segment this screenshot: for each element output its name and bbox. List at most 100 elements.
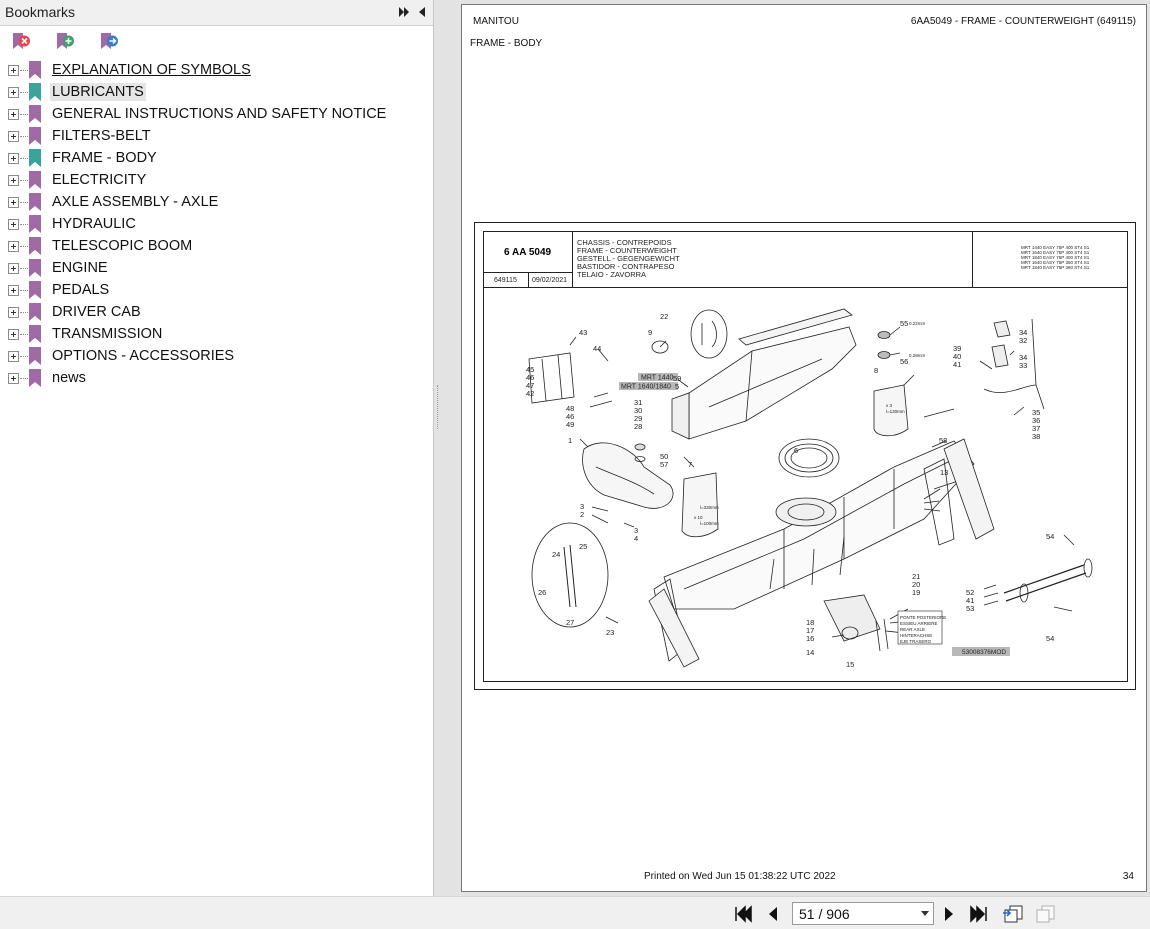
callout: 41 xyxy=(953,360,961,369)
tree-connector xyxy=(20,180,28,181)
model-line: MRT 1440 EASY 75P 400 ST4 S1 xyxy=(1021,245,1090,250)
title-name-en: FRAME - COUNTERWEIGHT xyxy=(577,246,677,255)
goto-bookmark-icon[interactable] xyxy=(98,31,120,53)
note-box xyxy=(897,610,943,645)
expand-icon[interactable] xyxy=(8,285,19,296)
callout: 27 xyxy=(566,618,574,627)
callout: 42 xyxy=(526,389,534,398)
expand-icon[interactable] xyxy=(8,263,19,274)
callout: 55 xyxy=(900,319,908,328)
dim-label: x 3 xyxy=(886,403,893,408)
callout: 33 xyxy=(1019,361,1027,370)
bookmark-flag-icon xyxy=(29,149,41,167)
callout: 5 xyxy=(675,382,679,391)
splitter-grip[interactable] xyxy=(437,385,439,429)
bookmarks-panel: Bookmarks xyxy=(0,0,434,896)
page-number-combobox[interactable]: 51 / 906 xyxy=(792,902,934,925)
bookmark-item[interactable]: news xyxy=(0,367,433,389)
bookmark-flag-icon xyxy=(29,237,41,255)
prev-view-icon[interactable] xyxy=(1002,905,1024,923)
bookmark-item[interactable]: AXLE ASSEMBLY - AXLE xyxy=(0,191,433,213)
collapse-panel-icon[interactable] xyxy=(416,6,428,18)
tree-connector xyxy=(20,92,28,93)
title-name-fr: CHASSIS - CONTREPOIDS xyxy=(577,238,672,247)
bookmark-item[interactable]: DRIVER CAB xyxy=(0,301,433,323)
bookmark-label: ENGINE xyxy=(52,260,108,276)
callout: 53 xyxy=(966,604,974,613)
bookmark-item[interactable]: HYDRAULIC xyxy=(0,213,433,235)
bookmark-item[interactable]: TRANSMISSION xyxy=(0,323,433,345)
bookmark-label: PEDALS xyxy=(52,282,110,298)
expand-panel-icon[interactable] xyxy=(398,6,410,18)
tree-connector xyxy=(20,312,28,313)
tree-connector xyxy=(20,114,28,115)
callout: 34 xyxy=(1019,353,1027,362)
remove-bookmark-icon[interactable] xyxy=(10,31,32,53)
callout: 7 xyxy=(688,460,692,469)
callout: 29 xyxy=(634,414,642,423)
callout: 57 xyxy=(660,460,668,469)
expand-icon[interactable] xyxy=(8,131,19,142)
expand-icon[interactable] xyxy=(8,87,19,98)
last-page-icon[interactable] xyxy=(970,905,988,923)
bookmark-flag-icon xyxy=(29,127,41,145)
callout: 37 xyxy=(1032,424,1040,433)
bookmark-item[interactable]: OPTIONS - ACCESSORIES xyxy=(0,345,433,367)
bookmarks-header: Bookmarks xyxy=(0,0,433,26)
bookmark-item[interactable]: PEDALS xyxy=(0,279,433,301)
expand-icon[interactable] xyxy=(8,307,19,318)
page-number: 34 xyxy=(1122,871,1134,882)
model-line: MRT 1840 EASY 75P 360 ST4 S1 xyxy=(1021,265,1090,270)
document-view[interactable]: MANITOU 6AA5049 - FRAME - COUNTERWEIGHT … xyxy=(442,0,1150,896)
bookmark-item[interactable]: LUBRICANTS xyxy=(0,81,433,103)
expand-icon[interactable] xyxy=(8,65,19,76)
callout: 1 xyxy=(568,436,572,445)
expand-icon[interactable] xyxy=(8,175,19,186)
expand-icon[interactable] xyxy=(8,241,19,252)
drawing-sheet: 6 AA 5049 649115 09/02/2021 CHASSIS - CO… xyxy=(483,231,1128,682)
expand-icon[interactable] xyxy=(8,109,19,120)
bookmark-item[interactable]: TELESCOPIC BOOM xyxy=(0,235,433,257)
bookmark-flag-icon xyxy=(29,171,41,189)
callout: 24 xyxy=(552,550,560,559)
bookmark-flag-icon xyxy=(29,369,41,387)
pdf-page: MANITOU 6AA5049 - FRAME - COUNTERWEIGHT … xyxy=(461,4,1147,892)
callout: 18 xyxy=(806,618,814,627)
bookmark-item[interactable]: FILTERS-BELT xyxy=(0,125,433,147)
exploded-parts-diagram: MRT 1440 MRT 1640/1840 PONTE POSTERIORE … xyxy=(526,308,1093,669)
callout: 43 xyxy=(579,328,587,337)
bookmark-item[interactable]: EXPLANATION OF SYMBOLS xyxy=(0,59,433,81)
first-page-icon[interactable] xyxy=(734,905,752,923)
callout: 49 xyxy=(566,420,574,429)
bookmark-label: news xyxy=(52,370,86,386)
panel-splitter[interactable] xyxy=(434,0,442,896)
expand-icon[interactable] xyxy=(8,351,19,362)
next-view-icon[interactable] xyxy=(1034,905,1056,923)
bookmark-label: AXLE ASSEMBLY - AXLE xyxy=(52,194,219,210)
callout: 25 xyxy=(579,542,587,551)
prev-page-icon[interactable] xyxy=(764,905,782,923)
add-bookmark-icon[interactable] xyxy=(54,31,76,53)
title-code-cell: 6 AA 5049 649115 09/02/2021 xyxy=(484,232,573,288)
expand-icon[interactable] xyxy=(8,329,19,340)
title-name-es: BASTIDOR - CONTRAPESO xyxy=(577,262,675,271)
expand-icon[interactable] xyxy=(8,197,19,208)
callout: 40 xyxy=(953,352,961,361)
bookmark-item[interactable]: FRAME - BODY xyxy=(0,147,433,169)
tree-connector xyxy=(20,246,28,247)
callout: 47 xyxy=(526,381,534,390)
chevron-down-icon[interactable] xyxy=(921,911,929,916)
bookmark-flag-icon xyxy=(29,303,41,321)
page-number-value: 51 / 906 xyxy=(799,906,850,922)
bookmark-item[interactable]: GENERAL INSTRUCTIONS AND SAFETY NOTICE xyxy=(0,103,433,125)
expand-icon[interactable] xyxy=(8,153,19,164)
model-line: MRT 1640 EASY 75P 400 ST4 S1 xyxy=(1021,250,1090,255)
bookmark-item[interactable]: ELECTRICITY xyxy=(0,169,433,191)
bookmark-item[interactable]: ENGINE xyxy=(0,257,433,279)
callout: 15 xyxy=(846,660,854,669)
tree-connector xyxy=(20,268,28,269)
expand-icon[interactable] xyxy=(8,373,19,384)
expand-icon[interactable] xyxy=(8,219,19,230)
next-page-icon[interactable] xyxy=(940,905,958,923)
callout: 35 xyxy=(1032,408,1040,417)
